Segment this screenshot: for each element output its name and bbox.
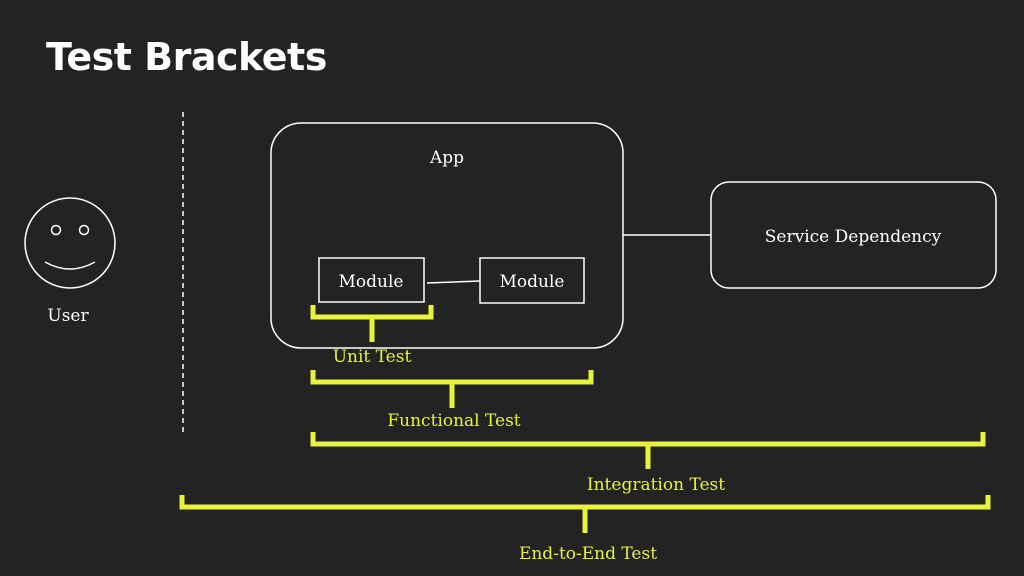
- page-title: Test Brackets: [46, 35, 327, 79]
- module-box-2: [479, 257, 585, 304]
- user-label: User: [47, 306, 89, 326]
- functional-test-bracket: [310, 370, 594, 408]
- app-label: App: [429, 148, 464, 168]
- unit-test-bracket: [310, 305, 434, 342]
- end-to-end-test-bracket: [179, 495, 991, 533]
- functional-test-label: Functional Test: [387, 411, 520, 431]
- module-connector: [426, 280, 481, 284]
- service-box: [710, 181, 997, 289]
- module-label-2: Module: [500, 272, 565, 292]
- end-to-end-test-label: End-to-End Test: [519, 544, 657, 564]
- smiley-face-icon: [24, 197, 116, 289]
- service-label: Service Dependency: [765, 227, 942, 247]
- integration-test-label: Integration Test: [587, 475, 725, 495]
- unit-test-label: Unit Test: [333, 347, 412, 367]
- module-label-1: Module: [339, 272, 404, 292]
- module-box-1: [318, 257, 425, 303]
- integration-test-bracket: [310, 432, 986, 469]
